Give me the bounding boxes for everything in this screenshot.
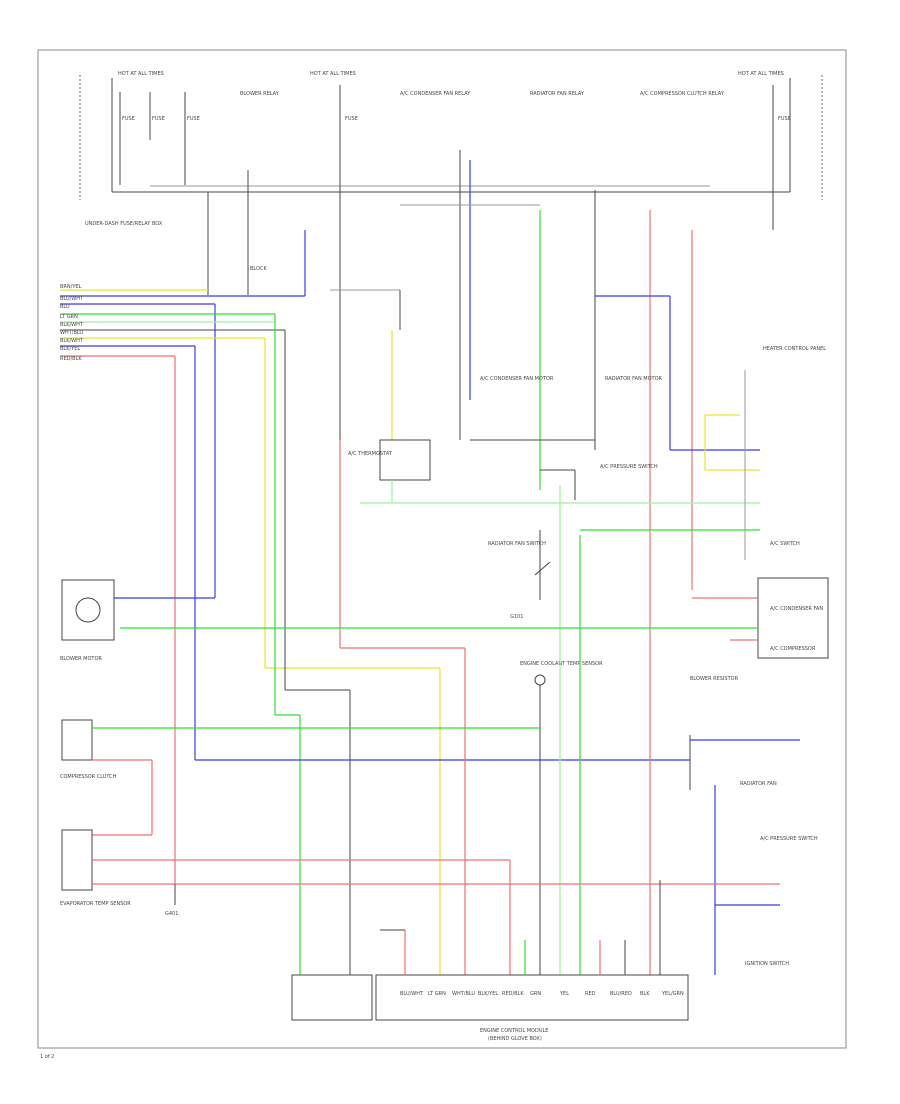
- ecm-box: [375, 974, 689, 1021]
- fuse-label-4: FUSE: [345, 116, 358, 122]
- ground-g401: G401: [165, 911, 178, 917]
- thermostat-label: A/C THERMOSTAT: [348, 451, 393, 457]
- diagram-frame: [37, 49, 847, 1049]
- thermostat-box: [379, 439, 431, 481]
- relay-label-1: BLOWER RELAY: [240, 91, 280, 97]
- left-tag-5: BLK/WHT: [60, 322, 84, 328]
- ecm-pin-4: BLK/YEL: [478, 991, 498, 997]
- evap-sensor-box: [61, 829, 93, 891]
- power-label-1: HOT AT ALL TIMES: [118, 71, 164, 77]
- fuse-label-5: FUSE: [778, 116, 791, 122]
- left-tag-9: RED/BLK: [60, 356, 82, 362]
- right-label-2: A/C COMPRESSOR: [770, 646, 816, 652]
- left-tag-1: BRN/YEL: [60, 284, 82, 290]
- wire-drops: [207, 150, 693, 590]
- left-components: BLOWER MOTOR COMPRESSOR CLUTCH EVAPORATO…: [60, 579, 780, 975]
- page-label: 1 of 2: [40, 1054, 54, 1060]
- ecm-pin-1: BLU/WHT: [400, 991, 424, 997]
- ac-pressure-switch-label: A/C PRESSURE SWITCH: [600, 464, 658, 470]
- right-components: HEATER CONTROL PANEL A/C SWITCH A/C COND…: [120, 295, 829, 975]
- compressor-clutch-label: COMPRESSOR CLUTCH: [60, 774, 117, 780]
- ecm-pin-5: RED/BLK: [502, 991, 524, 997]
- ecm-pin-10: BLK: [640, 991, 650, 997]
- power-label-3: HOT AT ALL TIMES: [738, 71, 784, 77]
- radiator-fan-motor-label: RADIATOR FAN MOTOR: [605, 376, 663, 382]
- ect-sensor-symbol: [534, 674, 546, 686]
- ignition-switch-label: IGNITION SWITCH: [745, 961, 789, 967]
- ecm-pin-9: BLU/RED: [610, 991, 632, 997]
- left-tag-4: LT GRN: [60, 314, 78, 320]
- ecm-sub-label: (BEHIND GLOVE BOX): [488, 1036, 542, 1042]
- ecm-pin-8: RED: [585, 991, 596, 997]
- ecm-pin-6: GRN: [530, 991, 541, 997]
- left-block-label: UNDER-DASH FUSE/RELAY BOX: [85, 221, 163, 227]
- relay-label-4: A/C COMPRESSOR CLUTCH RELAY: [640, 91, 725, 97]
- ecm-pin-7: YEL: [559, 991, 569, 997]
- relay-block-right: [757, 577, 829, 659]
- heater-control-label: HEATER CONTROL PANEL: [763, 346, 826, 352]
- fuse-relay-box: HOT AT ALL TIMES HOT AT ALL TIMES HOT AT…: [79, 71, 823, 440]
- compressor-clutch-box: [61, 719, 93, 761]
- blower-motor-symbol: [75, 597, 101, 623]
- ground-g101: G101: [510, 614, 523, 620]
- connector-label: BLOCK: [250, 266, 267, 272]
- ect-sensor-label: ENGINE COOLANT TEMP SENSOR: [520, 661, 603, 667]
- ecm-block: BLU/WHT LT GRN WHT/BLU BLK/YEL RED/BLK G…: [291, 880, 689, 1042]
- ac-condenser-fan-motor-label: A/C CONDENSER FAN MOTOR: [480, 376, 554, 382]
- blower-switch-box: [291, 974, 373, 1021]
- ecm-pin-2: LT GRN: [428, 991, 446, 997]
- radiator-fan-switch-label: RADIATOR FAN SWITCH: [488, 541, 546, 547]
- center-components: A/C THERMOSTAT A/C CONDENSER FAN MOTOR R…: [330, 289, 760, 975]
- blower-motor-label: BLOWER MOTOR: [60, 656, 102, 662]
- left-harness: BRN/YEL BLU/WHT BLU LT GRN BLK/WHT WHT/B…: [60, 284, 690, 975]
- right-label-1: A/C CONDENSER FAN: [770, 606, 823, 612]
- fuse-label-1: FUSE: [122, 116, 135, 122]
- ecm-pin-3: WHT/BLU: [452, 991, 475, 997]
- ac-switch-label: A/C SWITCH: [770, 541, 800, 547]
- left-tag-3: BLU: [60, 304, 70, 310]
- blower-resistor-label: BLOWER RESISTOR: [690, 676, 739, 682]
- left-tag-6: WHT/BLU: [60, 330, 83, 336]
- ecm-label: ENGINE CONTROL MODULE: [480, 1028, 548, 1034]
- left-tag-7: BLK/WHT: [60, 338, 84, 344]
- power-label-2: HOT AT ALL TIMES: [310, 71, 356, 77]
- fuse-label-3: FUSE: [187, 116, 200, 122]
- left-tag-8: BLK/YEL: [60, 346, 80, 352]
- relay-label-2: A/C CONDENSER FAN RELAY: [400, 91, 471, 97]
- fuse-label-2: FUSE: [152, 116, 165, 122]
- left-tag-2: BLU/WHT: [60, 296, 84, 302]
- ecm-pin-11: YEL/GRN: [661, 991, 684, 997]
- evap-temp-sensor-label: EVAPORATOR TEMP SENSOR: [60, 901, 131, 907]
- right-label-4: A/C PRESSURE SWITCH: [760, 836, 818, 842]
- right-label-3: RADIATOR FAN: [740, 781, 777, 787]
- relay-label-3: RADIATOR FAN RELAY: [530, 91, 585, 97]
